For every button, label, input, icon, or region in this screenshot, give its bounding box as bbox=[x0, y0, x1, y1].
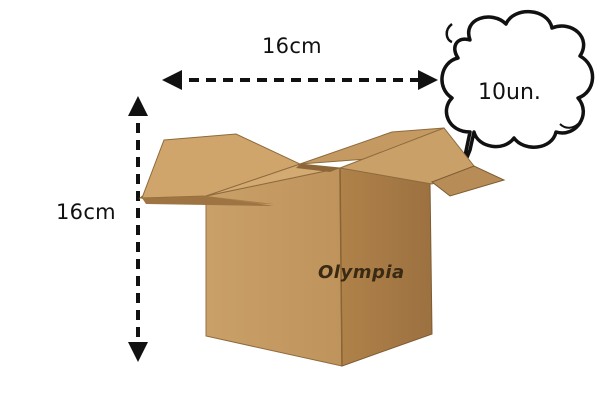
height-dimension-label: 16cm bbox=[56, 200, 116, 224]
box-top-flap-left bbox=[141, 133, 302, 199]
quantity-label: 10un. bbox=[478, 80, 541, 105]
quantity-callout-bubble bbox=[440, 9, 595, 172]
cardboard-box bbox=[138, 127, 506, 367]
box-side-flap bbox=[430, 165, 506, 197]
width-dimension-label: 16cm bbox=[262, 34, 322, 58]
brand-label: Olympia bbox=[318, 262, 405, 283]
